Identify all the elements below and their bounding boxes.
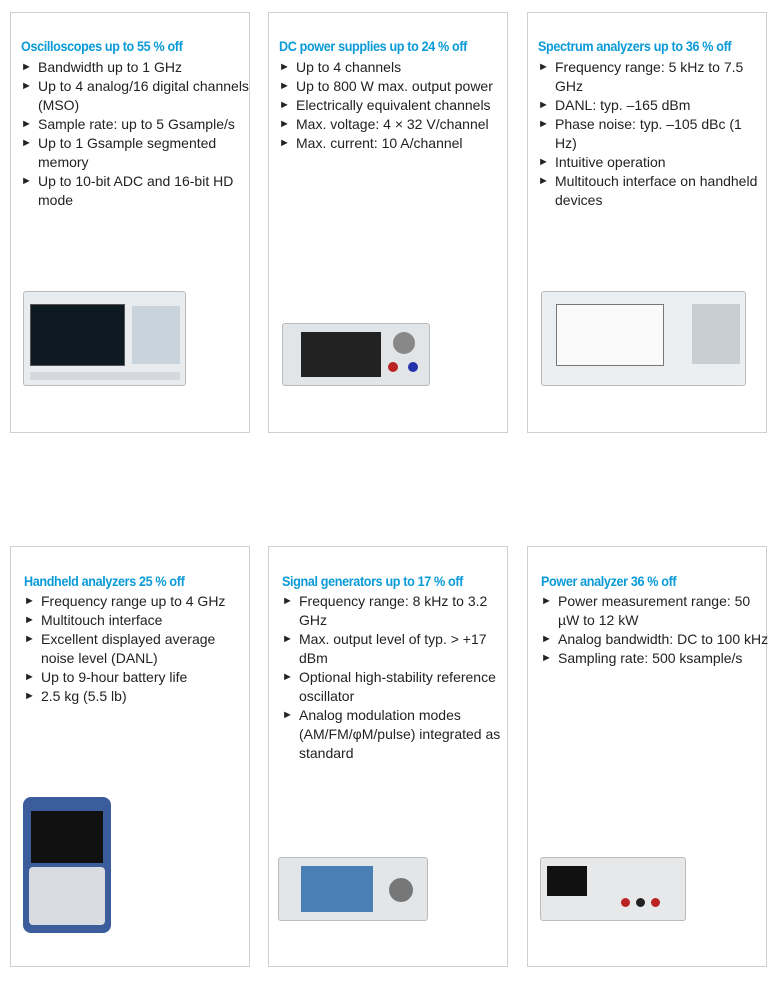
feature-item: Bandwidth up to 1 GHz (21, 58, 249, 77)
feature-item: Analog bandwidth: DC to 100 kHz (541, 630, 769, 649)
feature-item: Multitouch interface (24, 611, 252, 630)
product-card[interactable]: Signal generators up to 17 % offFrequenc… (268, 546, 508, 967)
feature-item: Max. current: 10 A/channel (279, 134, 507, 153)
feature-item: Frequency range up to 4 GHz (24, 592, 252, 611)
feature-list: Frequency range: 5 kHz to 7.5 GHzDANL: t… (538, 58, 766, 210)
feature-list: Frequency range up to 4 GHzMultitouch in… (24, 592, 252, 706)
feature-item: Phase noise: typ. –105 dBc (1 Hz) (538, 115, 766, 153)
card-title[interactable]: Oscilloscopes up to 55 % off (21, 38, 183, 54)
product-card[interactable]: DC power supplies up to 24 % off Up to 4 … (268, 12, 508, 433)
feature-item: Up to 800 W max. output power (279, 77, 507, 96)
card-title[interactable]: Signal generators up to 17 % off (282, 573, 464, 589)
feature-list: Up to 4 channelsUp to 800 W max. output … (279, 58, 507, 153)
feature-item: Frequency range: 5 kHz to 7.5 GHz (538, 58, 766, 96)
feature-item: Up to 4 analog/16 digital channels (MSO) (21, 77, 249, 115)
feature-item: Up to 4 channels (279, 58, 507, 77)
feature-list: Bandwidth up to 1 GHzUp to 4 analog/16 d… (21, 58, 249, 210)
card-title[interactable]: Spectrum analyzers up to 36 % off (538, 38, 732, 54)
card-title[interactable]: Power analyzer 36 % off (541, 573, 677, 589)
feature-item: Optional high-stability reference oscill… (282, 668, 510, 706)
product-card[interactable]: Handheld analyzers 25 % offFrequency ran… (10, 546, 250, 967)
feature-item: Up to 1 Gsample segmented memory (21, 134, 249, 172)
feature-item: Max. voltage: 4 × 32 V/channel (279, 115, 507, 134)
feature-item: Frequency range: 8 kHz to 3.2 GHz (282, 592, 510, 630)
feature-item: Up to 9-hour battery life (24, 668, 252, 687)
feature-list: Frequency range: 8 kHz to 3.2 GHzMax. ou… (282, 592, 510, 763)
card-title[interactable]: Handheld analyzers 25 % off (24, 573, 185, 589)
feature-item: Excellent displayed average noise level … (24, 630, 252, 668)
feature-item: 2.5 kg (5.5 lb) (24, 687, 252, 706)
feature-item: Electrically equivalent channels (279, 96, 507, 115)
feature-item: Power measurement range: 50 µW to 12 kW (541, 592, 769, 630)
feature-item: Analog modulation modes (AM/FM/φM/pulse)… (282, 706, 510, 763)
feature-item: Sample rate: up to 5 Gsample/s (21, 115, 249, 134)
feature-item: Up to 10-bit ADC and 16-bit HD mode (21, 172, 249, 210)
feature-item: DANL: typ. –165 dBm (538, 96, 766, 115)
product-card[interactable]: Spectrum analyzers up to 36 % offFrequen… (527, 12, 767, 433)
feature-list: Power measurement range: 50 µW to 12 kWA… (541, 592, 769, 668)
feature-item: Multitouch interface on handheld devices (538, 172, 766, 210)
feature-item: Max. output level of typ. > +17 dBm (282, 630, 510, 668)
card-title[interactable]: DC power supplies up to 24 % off (279, 38, 468, 54)
feature-item: Sampling rate: 500 ksample/s (541, 649, 769, 668)
product-card[interactable]: Power analyzer 36 % offPower measurement… (527, 546, 769, 967)
feature-item: Intuitive operation (538, 153, 766, 172)
product-card[interactable]: Oscilloscopes up to 55 % offBandwidth up… (10, 12, 250, 433)
